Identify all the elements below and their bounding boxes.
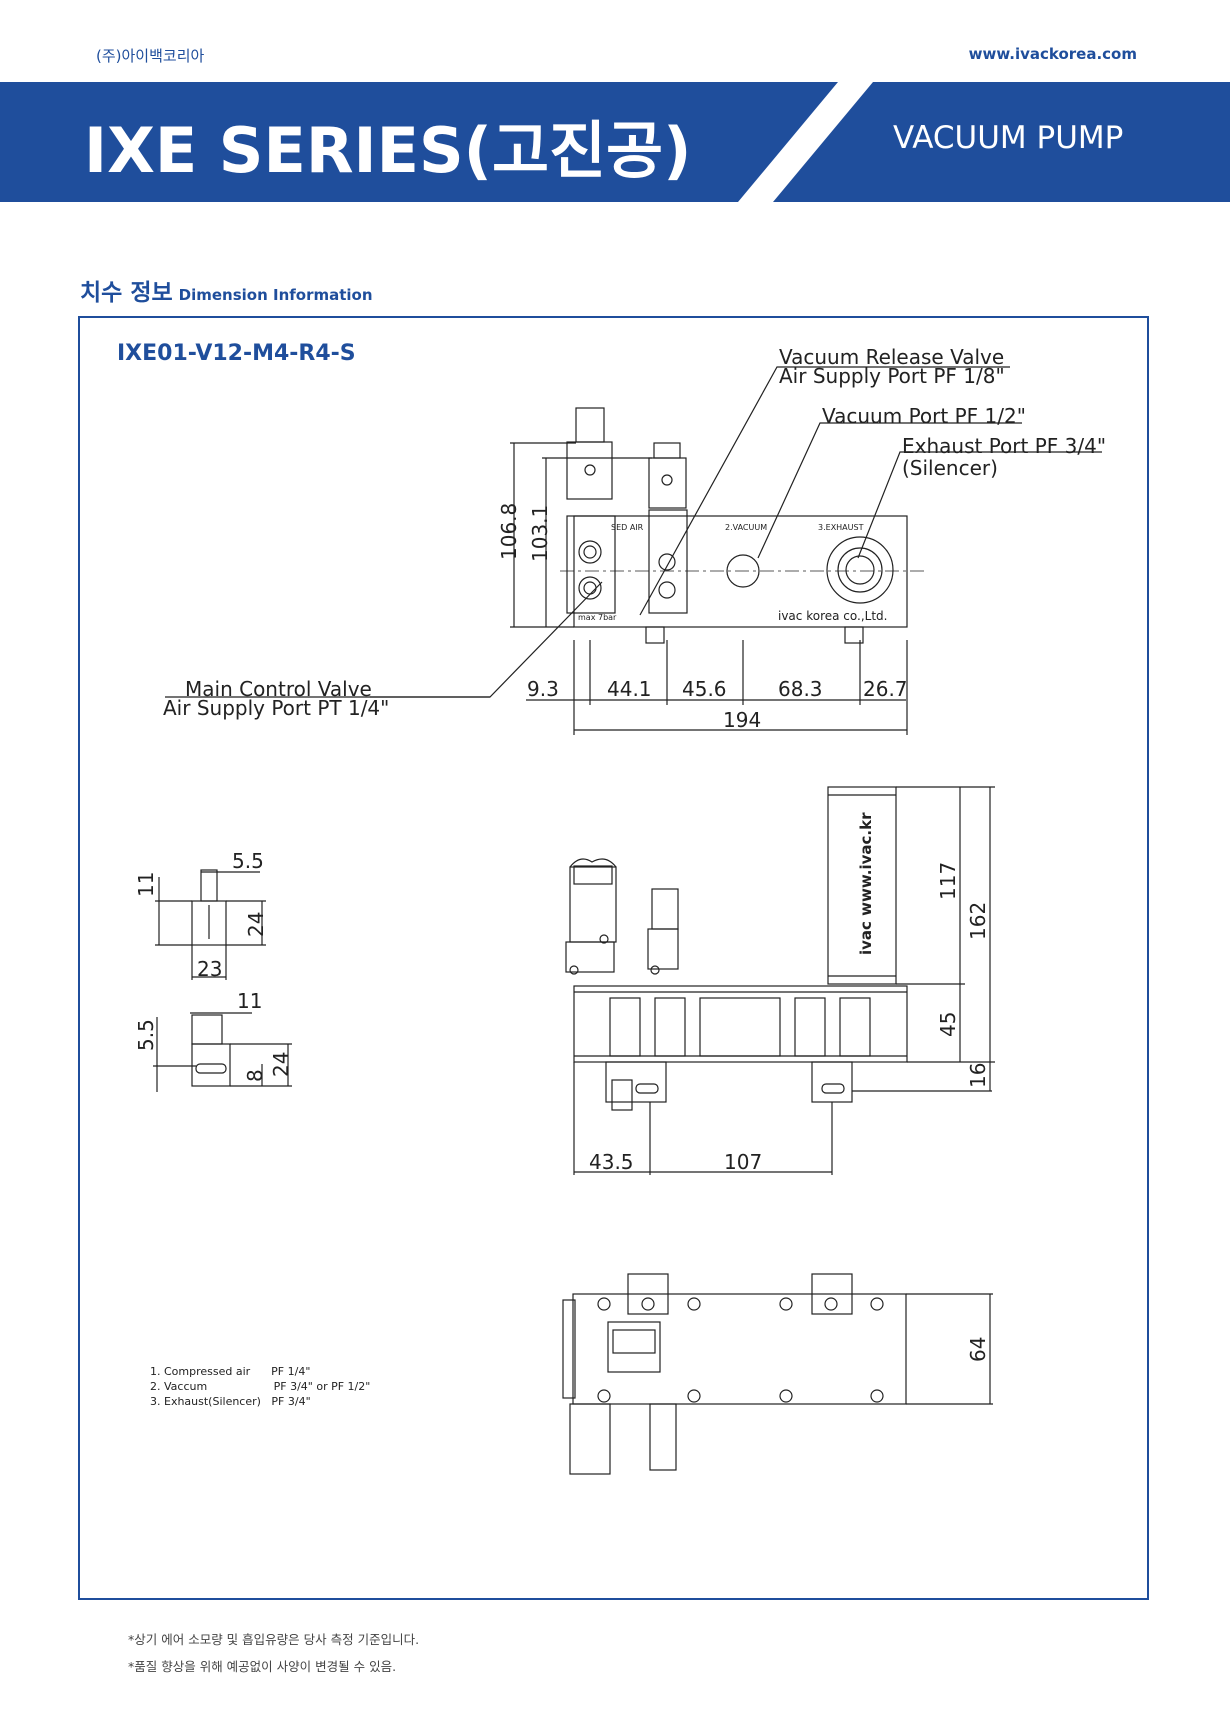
vacuum-port [726,554,760,588]
callout-silencer: (Silencer) [902,456,998,480]
series-title: IXE SERIES(고진공) [84,114,692,187]
dim-b-top: 11 [237,989,262,1013]
callout-vacuum-release-port: Air Supply Port PF 1/8" [779,364,1005,388]
release-valve-block [648,509,688,614]
callout-vacuum-release: Vacuum Release Valve [779,345,1004,369]
main-solenoid [566,441,613,500]
dim-d4: 68.3 [778,677,823,701]
model-number: IXE01-V12-M4-R4-S [117,341,356,366]
callout-vacuum-port: Vacuum Port PF 1/2" [822,404,1026,428]
product-type: VACUUM PUMP [893,120,1124,156]
label-compressed-air: SED AIR [611,523,644,532]
silencer [827,786,897,985]
dim-bracket-height: 16 [966,1063,990,1088]
port-legend: 1. Compressed air PF 1/4" 2. Vaccum PF 3… [150,1364,370,1409]
dim-a-top: 5.5 [232,849,264,873]
dim-w1: 43.5 [589,1150,634,1174]
section-title-en: Dimension Information [178,286,373,304]
dim-b-height: 24 [269,1052,293,1077]
dim-h-total: 106.8 [497,503,521,560]
dim-d1: 9.3 [527,677,559,701]
dim-a-left: 11 [134,872,158,897]
note-1: *상기 에어 소모량 및 흡입유량은 당사 측정 기준입니다. [128,1632,420,1647]
title-banner [0,82,1230,202]
dim-b-slot: 8 [243,1069,267,1082]
section-heading: 치수 정보 Dimension Information [80,273,373,307]
label-exhaust: 3.EXHAUST [818,523,864,532]
callout-main-valve-port: Air Supply Port PT 1/4" [163,696,389,720]
top-plate [572,1293,907,1405]
dim-h-body: 103.1 [528,505,552,562]
dim-silencer-height: 117 [936,862,960,900]
drawing-frame [78,316,1149,1600]
side-solenoid-main [569,866,617,943]
dim-d3: 45.6 [682,677,727,701]
label-maker: ivac korea co.,Ltd. [778,609,887,623]
dim-total-height: 162 [966,902,990,940]
note-2: *품질 향상을 위해 예공없이 사양이 변경될 수 있음. [128,1659,397,1674]
manifold-body [573,515,908,628]
dim-d2: 44.1 [607,677,652,701]
banner-shape [0,82,1230,202]
pressure-gauge [607,1321,661,1373]
main-valve-block [566,515,616,614]
company-name: (주)아이백코리아 [96,47,205,65]
silencer-branding: ivac www.ivac.kr [857,812,875,955]
section-title-ko: 치수 정보 [80,280,173,306]
release-solenoid [648,457,687,509]
legend-line-1: 1. Compressed air PF 1/4" [150,1365,311,1378]
dim-d5: 26.7 [863,677,908,701]
label-pressure: max 7bar [578,613,617,622]
dim-total: 194 [723,708,761,732]
legend-line-2: 2. Vaccum PF 3/4" or PF 1/2" [150,1380,371,1393]
dim-a-width: 23 [197,957,222,981]
side-block [573,985,908,1063]
dim-b-left: 5.5 [134,1019,158,1051]
side-solenoid-release [651,888,679,930]
exhaust-port [826,536,894,604]
website-link[interactable]: www.ivackorea.com [968,45,1137,63]
legend-line-3: 3. Exhaust(Silencer) PF 3/4" [150,1395,311,1408]
callout-exhaust-port: Exhaust Port PF 3/4" [902,434,1106,458]
dim-w2: 107 [724,1150,762,1174]
label-vacuum: 2.VACUUM [725,523,767,532]
dim-a-height: 24 [244,912,268,937]
dim-depth: 64 [966,1337,990,1362]
callout-main-valve: Main Control Valve [185,677,372,701]
dim-block-height: 45 [936,1012,960,1037]
